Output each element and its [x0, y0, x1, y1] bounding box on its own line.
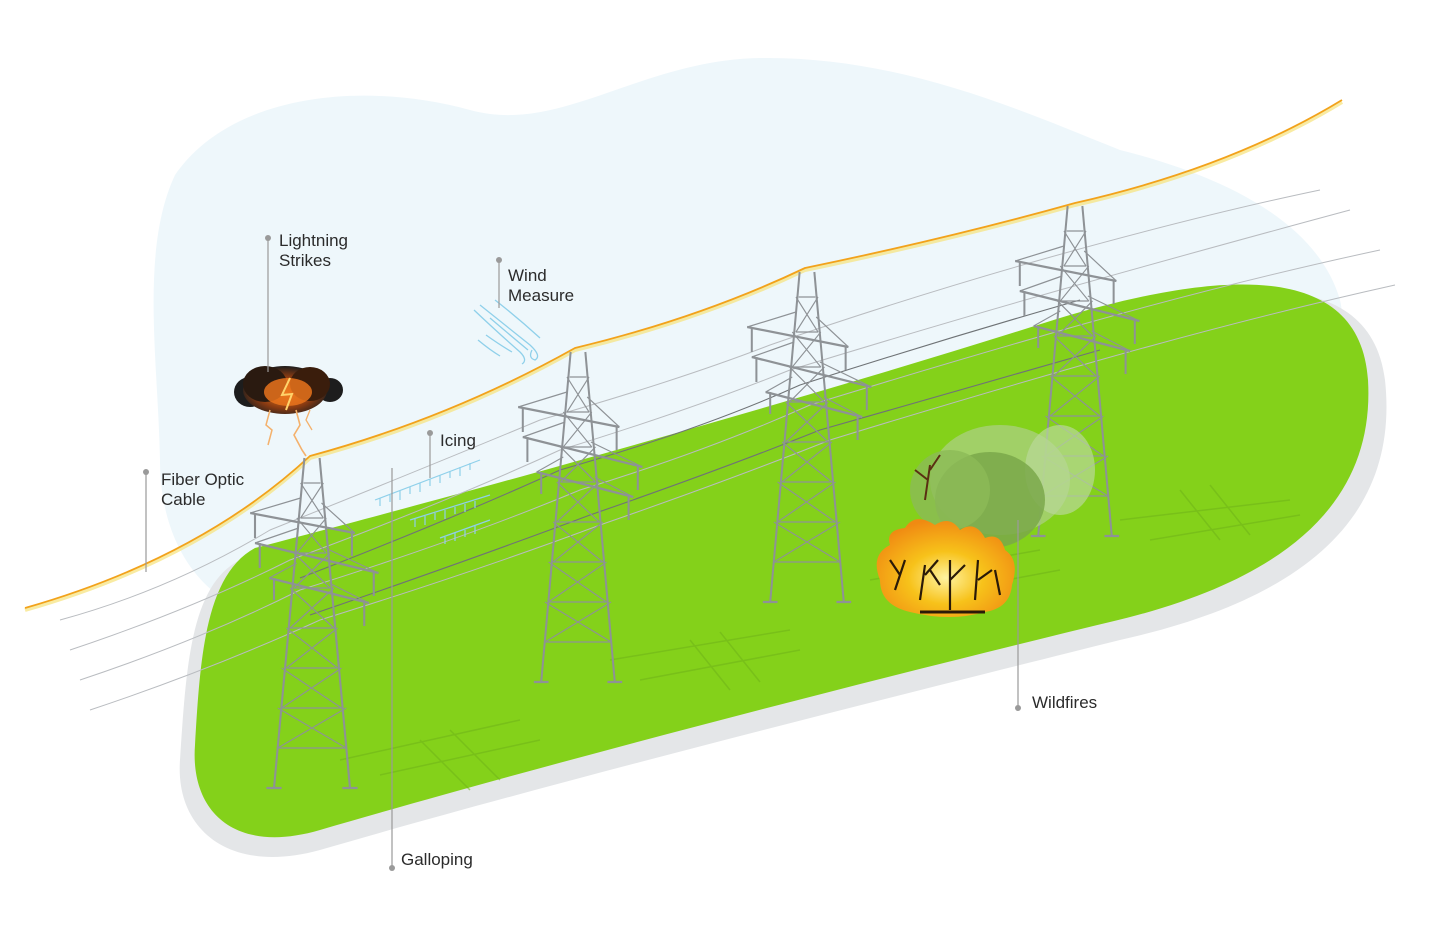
callout-galloping: Galloping [389, 468, 473, 871]
callout-fiber-line2: Cable [161, 490, 205, 509]
lightning-cloud-icon [234, 366, 343, 457]
callout-wind-line1: Wind [508, 266, 547, 285]
callout-lightning-line1: Lightning [279, 231, 348, 250]
callout-wildfires-label: Wildfires [1032, 693, 1097, 712]
fiber-optic-cable [24, 100, 1344, 612]
callout-wind-measure: Wind Measure [496, 257, 574, 308]
grass-field [194, 284, 1369, 838]
callout-icing: Icing [427, 430, 476, 478]
wind-gust-icon [473, 299, 541, 365]
callout-icing-label: Icing [440, 431, 476, 450]
callout-lightning-line2: Strikes [279, 251, 331, 270]
conductor-wires [59, 189, 1396, 711]
callout-fiber-optic-cable: Fiber Optic Cable [143, 469, 245, 572]
callout-galloping-label: Galloping [401, 850, 473, 869]
callout-fiber-line1: Fiber Optic [161, 470, 245, 489]
callout-wind-line2: Measure [508, 286, 574, 305]
callout-wildfires: Wildfires [1015, 520, 1097, 712]
callout-lightning-strikes: Lightning Strikes [265, 231, 348, 372]
